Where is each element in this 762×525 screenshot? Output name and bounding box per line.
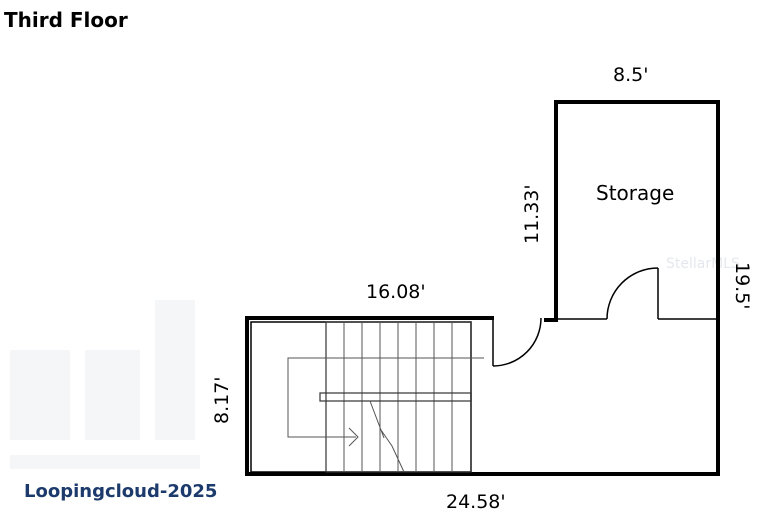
floor-title: Third Floor [4,8,128,32]
storage-room [554,100,720,476]
storage-door-swing [606,267,659,320]
stair-room [245,316,720,476]
faint-watermark-text: StellarMLS [666,256,740,272]
stair-direction-path [287,357,484,438]
background-watermark-logo [10,300,200,469]
storage-label: Storage [596,181,674,205]
entry-door-swing [492,317,542,367]
dim-stair-height: 8.17' [211,376,233,424]
dim-stair-width: 16.08' [366,281,426,303]
stair-break-line [369,400,405,473]
stair-treads [287,321,484,473]
dim-bottom-width: 24.58' [446,491,506,513]
stair-direction-arrow-icon [348,427,359,447]
stair-inner-outline [250,321,472,473]
dim-storage-width: 8.5' [613,64,648,86]
watermark-text: Loopingcloud-2025 [24,481,217,502]
dim-storage-height: 11.33' [521,184,543,244]
stair-landing-rail [319,392,472,402]
dim-right-height: 19.5' [731,262,753,310]
